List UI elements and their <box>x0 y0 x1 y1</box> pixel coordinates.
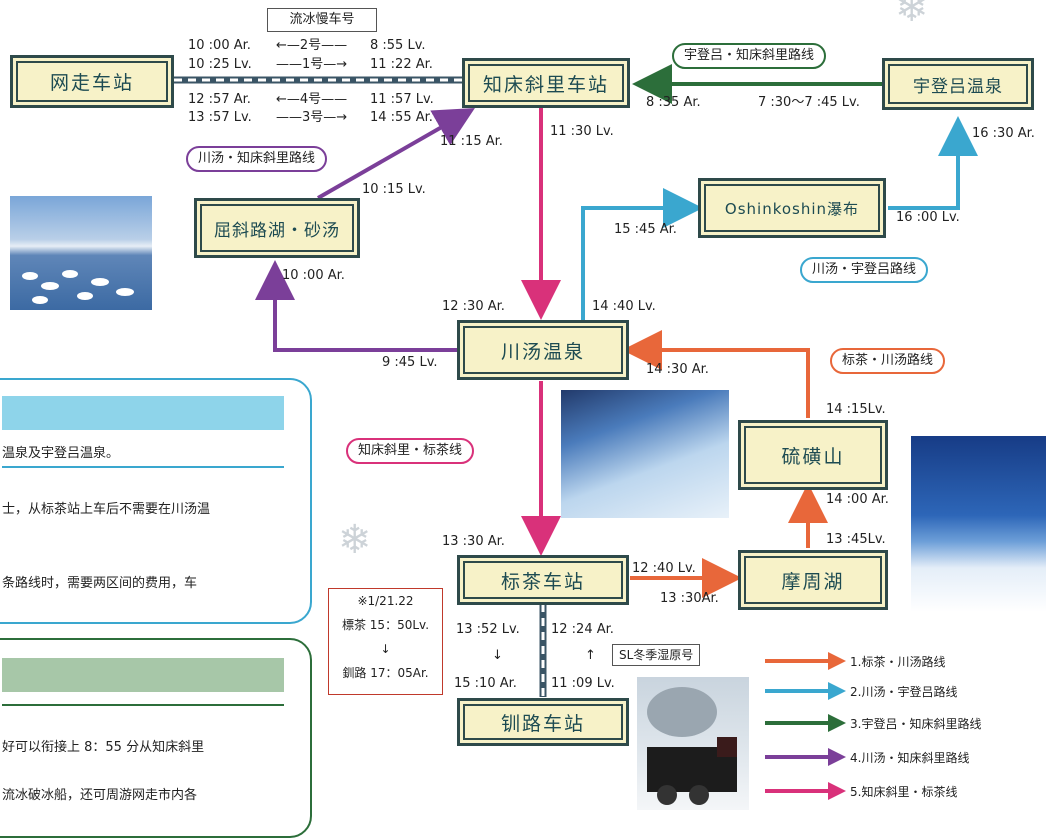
time-label: 14 :40 Lv. <box>592 299 656 314</box>
steam-locomotive-photo <box>637 677 749 810</box>
time-label: 13 :30 Ar. <box>442 534 505 549</box>
note-line: ※1/21.22 <box>357 594 414 608</box>
time-label: 13 :52 Lv. <box>456 622 520 637</box>
timetable-mid: ←—4号—— <box>276 92 348 107</box>
ice-field-photo <box>561 390 729 518</box>
snowflake-icon: ❄ <box>338 517 372 563</box>
legend-label: 2.川汤・宇登吕路线 <box>850 685 958 699</box>
station-kushiro[interactable]: 钏路车站 <box>457 698 629 746</box>
route-blue-1 <box>581 188 703 320</box>
station-mashu-lake[interactable]: 摩周湖 <box>738 550 888 610</box>
special-schedule-note: ※1/21.22 標茶 15：50Lv. ↓ 釧路 17：05Ar. <box>328 588 443 695</box>
legend-item-1: 1.标茶・川汤路线 <box>850 653 945 670</box>
timetable-left: 12 :57 Ar. <box>188 92 251 107</box>
panel-text: 条路线时，需要两区间的费用，车 <box>2 576 198 591</box>
time-label: 9 :45 Lv. <box>382 355 438 370</box>
time-label: 10 :15 Lv. <box>362 182 426 197</box>
up-arrow-icon: ↑ <box>585 648 596 663</box>
ryuhyo-train-label: 流冰慢车号 <box>267 8 377 32</box>
time-label: 10 :00 Ar. <box>282 268 345 283</box>
time-label: 8 :35 Ar. <box>646 95 701 110</box>
panel-text: 温泉及宇登吕温泉。 <box>2 446 120 461</box>
legend-label: 3.宇登吕・知床斜里路线 <box>850 717 982 731</box>
time-label: 15 :45 Ar. <box>614 222 677 237</box>
timetable-left: 10 :00 Ar. <box>188 38 251 53</box>
timetable-right: 11 :57 Lv. <box>370 92 434 107</box>
time-label: 16 :00 Lv. <box>896 210 960 225</box>
station-kussharo-sunayu[interactable]: 屈斜路湖・砂汤 <box>194 198 360 258</box>
station-shibecha[interactable]: 标茶车站 <box>457 555 629 605</box>
route-label-shiretoko-shibecha: 知床斜里・标茶线 <box>346 438 475 464</box>
time-label: 14 :30 Ar. <box>646 362 709 377</box>
timetable-right: 11 :22 Ar. <box>370 57 433 72</box>
route-label-utoro-shiretoko: 宇登吕・知床斜里路线 <box>672 43 827 69</box>
info-panel-2-header <box>2 658 284 692</box>
legend-item-3: 3.宇登吕・知床斜里路线 <box>850 715 981 732</box>
panel-text: 流冰破冰船，还可周游网走市内各 <box>2 788 198 803</box>
station-kawayu-onsen[interactable]: 川汤温泉 <box>457 320 629 380</box>
route-lines <box>174 64 978 800</box>
legend-arrows <box>765 652 846 800</box>
legend-item-4: 4.川汤・知床斜里路线 <box>850 749 969 766</box>
time-label: 12 :24 Ar. <box>551 622 614 637</box>
info-panel-2: 好可以衔接上 8：55 分从知床斜里 流冰破冰船，还可周游网走市内各 <box>0 638 312 838</box>
route-orange-3 <box>622 330 810 418</box>
info-panel-1-header <box>2 396 284 430</box>
time-label: 12 :40 Lv. <box>632 561 696 576</box>
time-label: 14 :00 Ar. <box>826 492 889 507</box>
legend-item-2: 2.川汤・宇登吕路线 <box>850 683 957 700</box>
route-label-kawayu-shiretoko: 川汤・知床斜里路线 <box>186 146 328 172</box>
timetable-right: 14 :55 Ar. <box>370 110 433 125</box>
time-label: 7 :30～7 :45 Lv. <box>758 95 860 110</box>
note-line: 釧路 17：05Ar. <box>342 666 429 680</box>
station-oshinkoshin-falls[interactable]: Oshinkoshin瀑布 <box>698 178 886 238</box>
route-label-shibecha-kawayu: 标茶・川汤路线 <box>830 348 946 374</box>
route-blue-2 <box>888 116 978 210</box>
time-label: 11 :09 Lv. <box>551 676 615 691</box>
legend-item-5: 5.知床斜里・标茶线 <box>850 783 957 800</box>
divider <box>2 436 284 468</box>
timetable-left: 10 :25 Lv. <box>188 57 252 72</box>
station-utoro-onsen[interactable]: 宇登吕温泉 <box>882 58 1034 110</box>
legend-label: 1.标茶・川汤路线 <box>850 655 946 669</box>
route-purple-1 <box>255 260 457 352</box>
station-shiretoko-shari[interactable]: 知床斜里车站 <box>462 58 630 108</box>
timetable-mid: ——3号—→ <box>276 110 348 125</box>
snowflake-icon: ❄ <box>895 0 929 31</box>
time-label: 11 :30 Lv. <box>550 124 614 139</box>
station-iozan[interactable]: 硫磺山 <box>738 420 888 490</box>
timetable-right: 8 :55 Lv. <box>370 38 426 53</box>
lake-mashu-photo <box>911 436 1046 612</box>
panel-text: 士，从标茶站上车后不需要在川汤温 <box>2 502 211 517</box>
timetable-mid: ←—2号—— <box>276 38 348 53</box>
time-label: 13 :45Lv. <box>826 532 886 547</box>
time-label: 12 :30 Ar. <box>442 299 505 314</box>
timetable-mid: ——1号—→ <box>276 57 348 72</box>
timetable-left: 13 :57 Lv. <box>188 110 252 125</box>
time-label: 15 :10 Ar. <box>454 676 517 691</box>
legend-label: 5.知床斜里・标茶线 <box>850 785 958 799</box>
note-line: ↓ <box>380 642 391 656</box>
note-line: 標茶 15：50Lv. <box>341 618 430 632</box>
time-label: 14 :15Lv. <box>826 402 886 417</box>
route-label-kawayu-utoro: 川汤・宇登吕路线 <box>800 257 929 283</box>
divider <box>2 702 284 706</box>
legend-label: 4.川汤・知床斜里路线 <box>850 751 970 765</box>
station-abashiri[interactable]: 网走车站 <box>10 55 174 108</box>
swan-lake-photo <box>10 196 152 310</box>
route-purple-2 <box>317 108 475 200</box>
sl-train-label: SL冬季湿原号 <box>612 644 701 666</box>
down-arrow-icon: ↓ <box>492 648 503 663</box>
time-label: 13 :30Ar. <box>660 591 719 606</box>
time-label: 11 :15 Ar. <box>440 134 503 149</box>
time-label: 16 :30 Ar. <box>972 126 1035 141</box>
info-panel-1: 温泉及宇登吕温泉。 士，从标茶站上车后不需要在川汤温 条路线时，需要两区间的费用… <box>0 378 312 624</box>
panel-text: 好可以衔接上 8：55 分从知床斜里 <box>2 740 205 755</box>
